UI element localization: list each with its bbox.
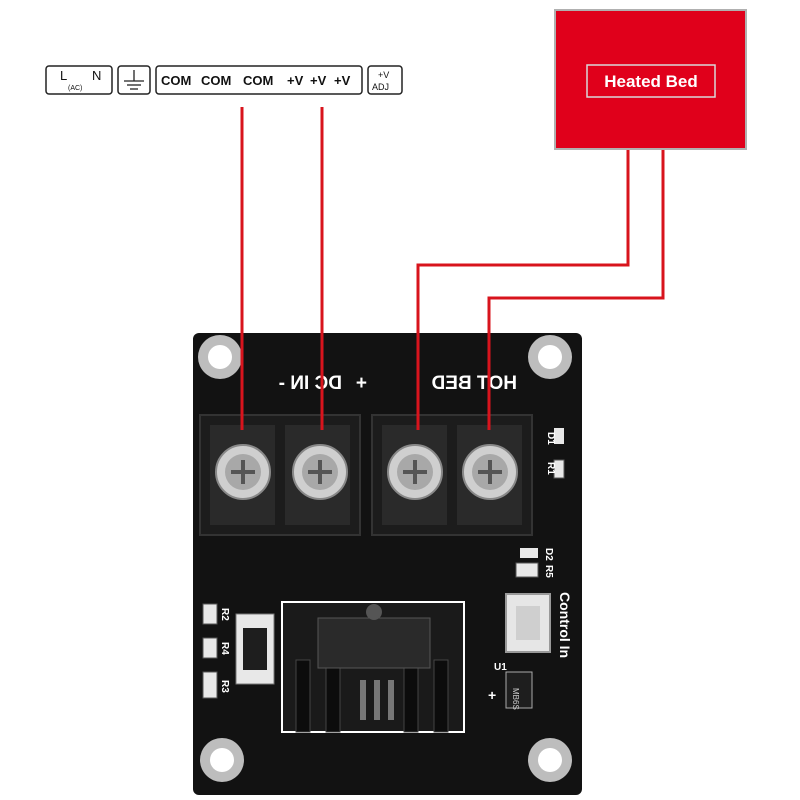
u1-chip-label: MB6S: [511, 688, 520, 710]
board-silk-dcin: DC IN -: [279, 373, 342, 394]
d2-led: [520, 548, 538, 558]
d1-silk-label: D1: [545, 432, 556, 445]
screw-4: [462, 444, 518, 500]
v-label-3: +V: [334, 73, 351, 88]
heated-bed-label-frame: [586, 64, 716, 98]
r1-silk-label: R1: [545, 462, 556, 475]
heated-bed: Heated Bed: [554, 9, 747, 150]
r4-silk-label: R4: [219, 642, 230, 655]
com-label-2: COM: [201, 73, 231, 88]
v-label-2: +V: [310, 73, 327, 88]
r5-silk-label: R5: [543, 565, 554, 578]
u1-plus-label: +: [488, 687, 496, 703]
ac-l-label: L: [60, 68, 67, 83]
power-terminal-box: [155, 65, 363, 95]
r4-resistor: [202, 637, 218, 659]
dc-in-silk-label: DC IN -: [279, 373, 342, 394]
mounting-hole-bottom-right: [528, 738, 572, 782]
r3-silk-label: R3: [219, 680, 230, 693]
screw-1: [215, 444, 271, 500]
wire-bed-1: [416, 150, 630, 430]
ac-n-label: N: [92, 68, 101, 83]
r3-resistor: [202, 671, 218, 699]
mosfet-board: HOT BED + DC IN -: [193, 333, 582, 795]
wire-bed-2: [487, 150, 665, 430]
adj-top-label: +V: [378, 70, 389, 80]
com-label-1: COM: [161, 73, 191, 88]
dc-plus-silk-label: +: [356, 373, 367, 394]
mosfet: [317, 604, 431, 720]
terminal-label-strip: L N (AC) COM COM COM +V +V +V +V ADJ: [45, 65, 403, 95]
v-label-1: +V: [287, 73, 304, 88]
d1-led: [554, 428, 564, 444]
adj-bottom-label: ADJ: [372, 82, 389, 92]
screw-2: [292, 444, 348, 500]
wiring: [240, 107, 665, 430]
optocoupler-chip: [243, 628, 267, 670]
board-silk-plus: +: [356, 373, 367, 394]
screw-3: [387, 444, 443, 500]
r5-resistor: [515, 562, 539, 578]
mounting-hole-top-right: [528, 335, 572, 379]
ground-icon: [124, 70, 144, 90]
ac-terminal-box: [45, 65, 113, 95]
r2-silk-label: R2: [219, 608, 230, 621]
heated-bed-label: Heated Bed: [604, 72, 698, 91]
u1-silk-label: U1: [494, 662, 507, 673]
control-in-silk-label: Control In: [557, 592, 573, 658]
r2-resistor: [202, 603, 218, 625]
ac-sub-label: (AC): [68, 85, 82, 92]
mounting-hole-bottom-left: [200, 738, 244, 782]
com-label-3: COM: [243, 73, 273, 88]
mounting-hole-top-left: [198, 335, 242, 379]
adj-terminal-box: [367, 65, 403, 95]
r1-resistor: [553, 459, 565, 479]
board-silk-top: HOT BED: [432, 373, 518, 394]
d2-silk-label: D2: [543, 548, 554, 561]
hot-bed-silk-label: HOT BED: [432, 373, 518, 394]
u1-rectifier: [505, 671, 533, 709]
